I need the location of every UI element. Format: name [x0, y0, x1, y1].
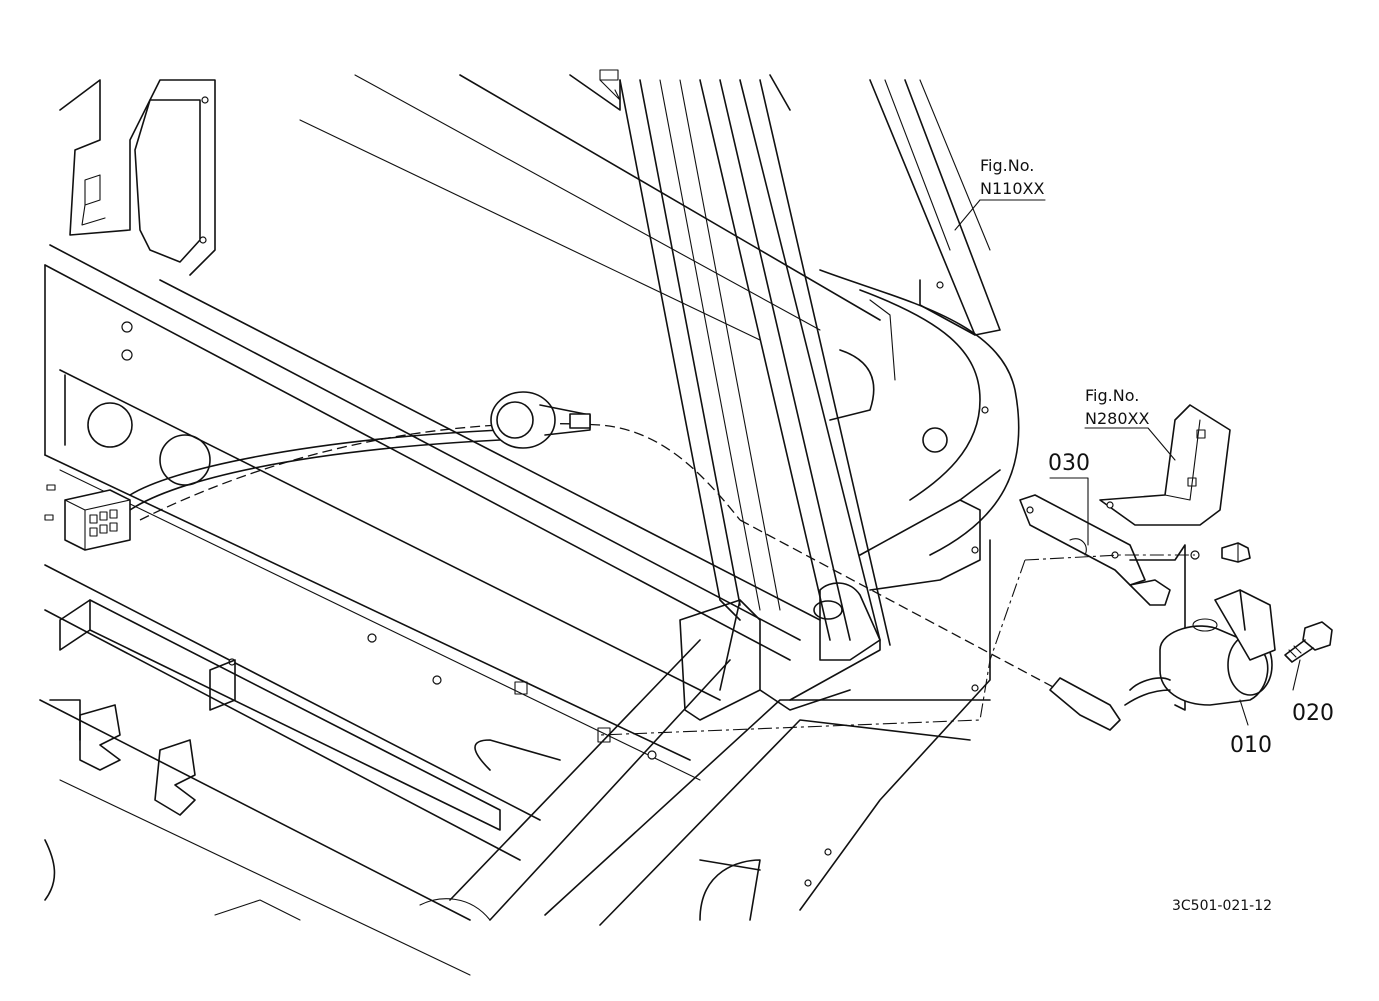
ref-a-code: N110XX [980, 179, 1044, 198]
part-010-solenoid [1049, 589, 1276, 731]
ref-b-title: Fig.No. [1085, 386, 1139, 405]
part-020-bolt [1284, 621, 1333, 663]
wire-harness [44, 391, 741, 551]
part-number-020: 020 [1292, 701, 1334, 726]
ref-a-title: Fig.No. [980, 156, 1034, 175]
part-number-030: 030 [1048, 451, 1090, 476]
part-number-010: 010 [1230, 733, 1272, 758]
part-030-bracket [1019, 494, 1186, 711]
leader-lines [597, 199, 1301, 743]
cab-frame [39, 69, 1020, 976]
ref-b-code: N280XX [1085, 409, 1149, 428]
drawing-code: 3C501-021-12 [1172, 898, 1272, 914]
bracket-n280xx [1099, 404, 1251, 563]
